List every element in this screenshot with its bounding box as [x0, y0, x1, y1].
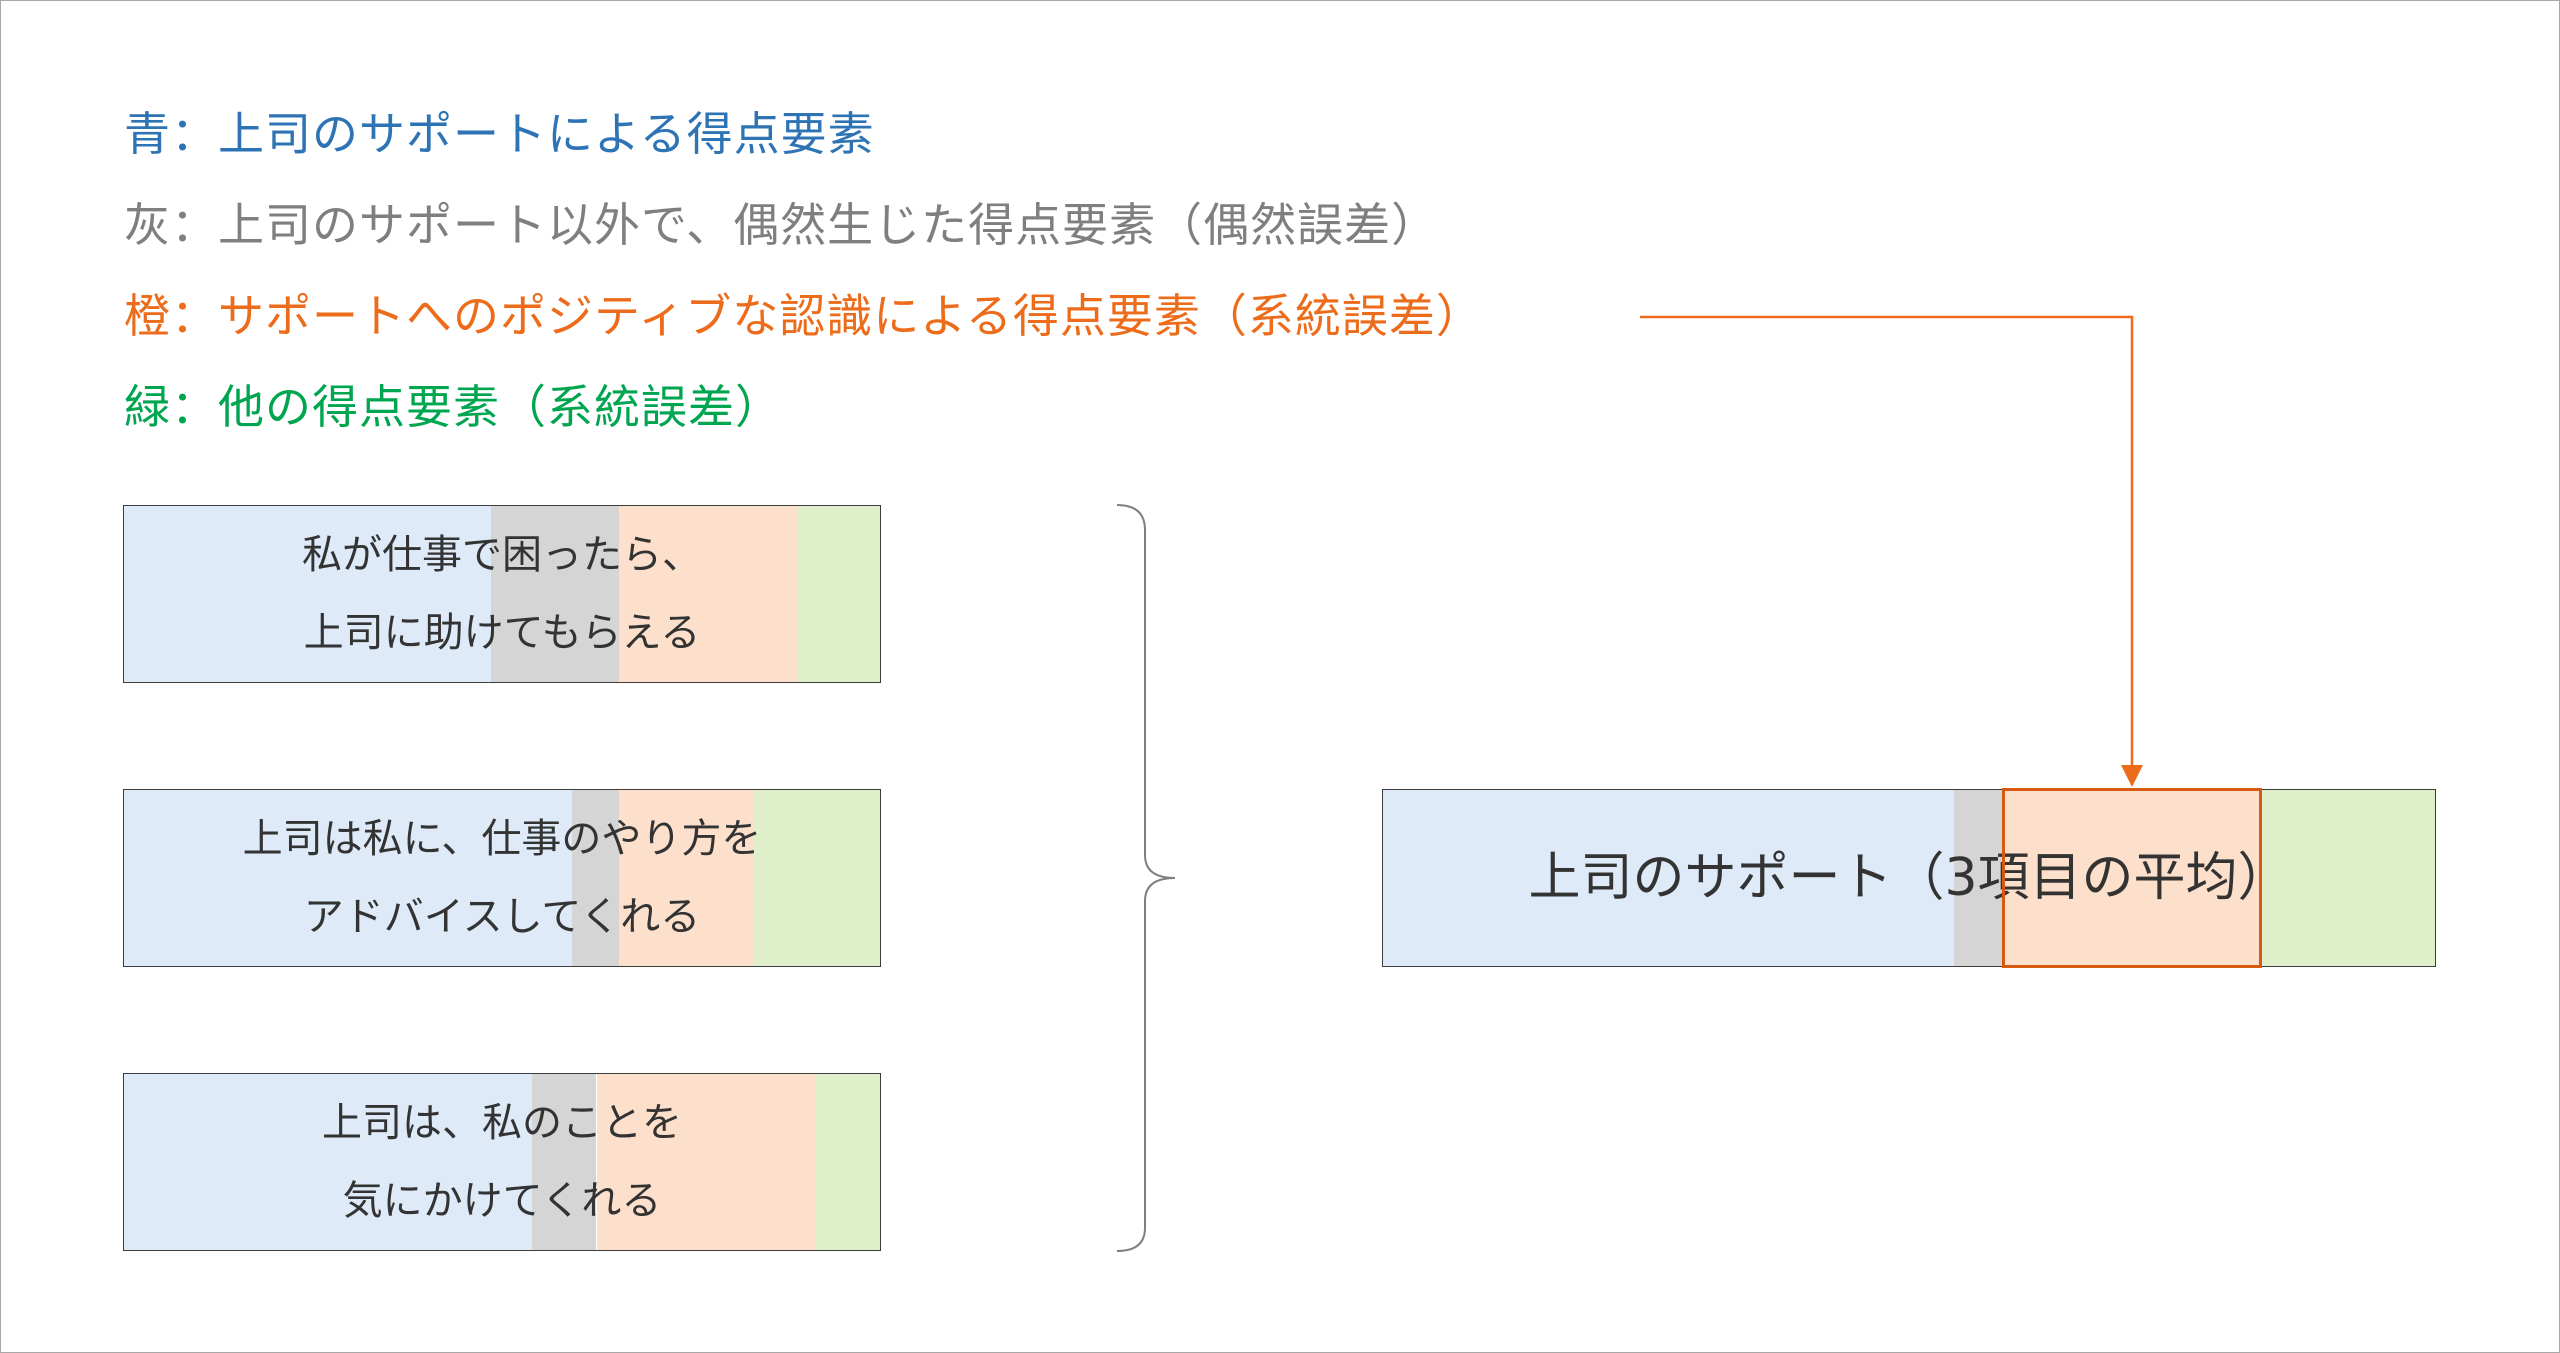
- segment-gray: [572, 790, 620, 966]
- legend-green-label: 緑：: [124, 380, 218, 434]
- legend-orange: 橙：サポートへのポジティブな認識による得点要素（系統誤差）: [124, 284, 1483, 348]
- segment-gray: [1954, 790, 2003, 966]
- segment-green: [796, 506, 880, 682]
- orange-arrow-line: [1640, 315, 2134, 765]
- segment-green: [2260, 790, 2435, 966]
- segment-orange: [619, 790, 754, 966]
- segment-orange: [596, 1074, 816, 1250]
- item-bar-care: 上司は、私のことを 気にかけてくれる: [123, 1073, 881, 1251]
- orange-arrow-head: [2121, 765, 2143, 787]
- grouping-bracket: [1116, 504, 1176, 1252]
- result-bar: 上司のサポート（3項目の平均）: [1382, 789, 2436, 967]
- item-bar-help: 私が仕事で困ったら、 上司に助けてもらえる: [123, 505, 881, 683]
- legend-orange-text: サポートへのポジティブな認識による得点要素（系統誤差）: [218, 289, 1483, 343]
- item-text-line2: 気にかけてくれる: [342, 1178, 662, 1224]
- segment-blue: [1383, 790, 1955, 966]
- legend-blue-label: 青：: [124, 107, 218, 161]
- segment-orange: [2002, 790, 2261, 966]
- item-text: 上司は、私のことを 気にかけてくれる: [124, 1074, 880, 1250]
- legend-blue-text: 上司のサポートによる得点要素: [218, 107, 875, 161]
- segment-green: [753, 790, 880, 966]
- legend-green-text: 他の得点要素（系統誤差）: [218, 380, 782, 434]
- segment-gray: [490, 506, 620, 682]
- legend-gray-text: 上司のサポート以外で、偶然生じた得点要素（偶然誤差）: [218, 198, 1439, 252]
- segment-orange: [619, 506, 797, 682]
- item-text-line1: 上司は、私のことを: [322, 1100, 682, 1146]
- item-text-line1: 私が仕事で困ったら、: [302, 532, 702, 578]
- item-text-line1: 上司は私に、仕事のやり方を: [242, 816, 762, 862]
- legend-green: 緑：他の得点要素（系統誤差）: [124, 375, 782, 439]
- segment-gray: [532, 1074, 597, 1250]
- result-text: 上司のサポート（3項目の平均）: [1528, 848, 2290, 908]
- item-text: 私が仕事で困ったら、 上司に助けてもらえる: [124, 506, 880, 682]
- legend-gray: 灰：上司のサポート以外で、偶然生じた得点要素（偶然誤差）: [124, 193, 1438, 257]
- result-text-wrap: 上司のサポート（3項目の平均）: [1383, 790, 2435, 966]
- item-bar-advice: 上司は私に、仕事のやり方を アドバイスしてくれる: [123, 789, 881, 967]
- item-text-line2: アドバイスしてくれる: [303, 894, 701, 940]
- segment-blue: [124, 1074, 533, 1250]
- segment-blue: [124, 506, 491, 682]
- item-text: 上司は私に、仕事のやり方を アドバイスしてくれる: [124, 790, 880, 966]
- legend-blue: 青：上司のサポートによる得点要素: [124, 102, 875, 166]
- segment-green: [815, 1074, 880, 1250]
- orange-highlight-box: [2001, 788, 2263, 968]
- segment-blue: [124, 790, 573, 966]
- legend-orange-label: 橙：: [124, 289, 218, 343]
- item-text-line2: 上司に助けてもらえる: [303, 610, 701, 656]
- legend-gray-label: 灰：: [124, 198, 218, 252]
